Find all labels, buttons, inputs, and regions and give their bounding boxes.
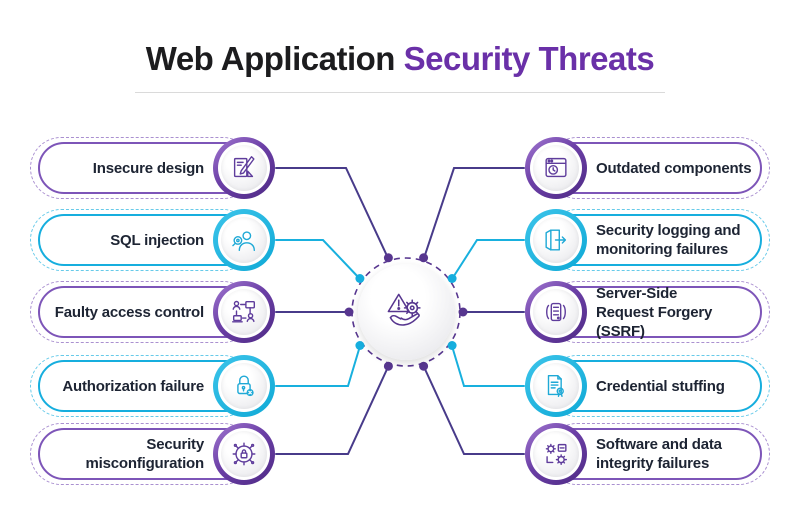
security-logging-icon: [545, 229, 567, 251]
badge-face: [221, 289, 267, 335]
badge-face: [533, 363, 579, 409]
badge-face: [221, 145, 267, 191]
badge-face: [221, 217, 267, 263]
icon-badge: [213, 355, 275, 417]
threat-item-sql-injection: SQL injection: [30, 209, 275, 271]
title-accent: Security Threats: [403, 40, 655, 77]
threat-label: Insecure design: [92, 159, 204, 177]
connector-line: [275, 167, 389, 259]
hub-dot: [355, 341, 365, 350]
icon-badge: [213, 423, 275, 485]
badge-face: [533, 431, 579, 477]
badge-face: [533, 289, 579, 335]
icon-badge: [525, 209, 587, 271]
connector-line: [275, 345, 361, 387]
threat-item-outdated-components: Outdated components: [525, 137, 770, 199]
threat-label: Credential stuffing: [596, 377, 725, 395]
hub-dot: [355, 274, 365, 283]
title-divider: [135, 92, 665, 93]
badge-face: [221, 363, 267, 409]
title-main: Web Application: [145, 40, 396, 77]
threat-label: Faulty access control: [54, 303, 204, 321]
sql-injection-icon: [232, 231, 256, 252]
hub-dot: [419, 253, 429, 263]
icon-badge: [525, 355, 587, 417]
credential-stuffing-icon: [547, 374, 564, 398]
hub-dot: [419, 361, 429, 371]
page-title: Web Application Security Threats: [0, 40, 800, 78]
icon-badge: [525, 423, 587, 485]
hub-dot: [383, 253, 393, 263]
outdated-components-icon: [545, 157, 567, 178]
hub-dot: [383, 361, 393, 371]
faulty-access-control-icon: [232, 300, 256, 323]
hub-dot: [447, 274, 457, 283]
hub-dot: [458, 307, 468, 317]
insecure-design-icon: [233, 156, 255, 178]
badge-face: [221, 431, 267, 477]
icon-badge: [213, 281, 275, 343]
authorization-failure-icon: [237, 375, 254, 397]
icon-badge: [213, 137, 275, 199]
connector-line: [423, 366, 525, 455]
threat-item-faulty-access-control: Faulty access control: [30, 281, 275, 343]
threat-label: Outdated components: [596, 159, 752, 177]
threat-label: Authorization failure: [62, 377, 204, 395]
threat-item-security-misconfiguration: Security misconfiguration: [30, 423, 275, 485]
threat-item-authorization-failure: Authorization failure: [30, 355, 275, 417]
icon-badge: [525, 137, 587, 199]
icon-badge: [525, 281, 587, 343]
threat-item-credential-stuffing: Credential stuffing: [525, 355, 770, 417]
threat-label: SQL injection: [110, 231, 204, 249]
connector-line: [423, 167, 525, 259]
central-hub: [358, 264, 454, 360]
connector-line: [275, 239, 361, 280]
threat-label: Security misconfiguration: [85, 436, 205, 472]
ssrf-icon: [546, 302, 566, 322]
connector-line: [275, 366, 389, 455]
connector-line: [451, 345, 525, 387]
hand-warning-gear-icon: [387, 293, 421, 326]
badge-face: [533, 145, 579, 191]
software-integrity-icon: [545, 443, 568, 466]
icon-badge: [213, 209, 275, 271]
badge-face: [533, 217, 579, 263]
hub-dot: [344, 307, 354, 317]
hub-dot: [447, 341, 457, 350]
security-misconfiguration-icon: [232, 442, 256, 466]
connector-line: [451, 239, 525, 280]
threat-item-insecure-design: Insecure design: [30, 137, 275, 199]
